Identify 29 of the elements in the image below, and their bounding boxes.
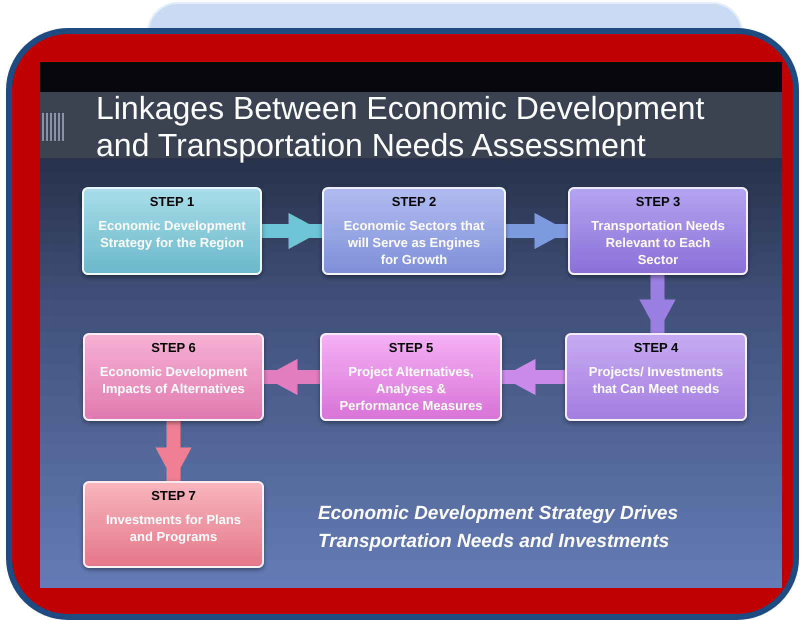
block-arrow bbox=[639, 275, 676, 333]
block-arrow bbox=[262, 212, 322, 250]
step-description: Transportation Needs Relevant to Each Sector bbox=[590, 217, 726, 268]
step-label: STEP 6 bbox=[150, 339, 197, 356]
step-description: Economic Sectors that will Serve as Engines for Growth bbox=[342, 217, 486, 268]
step-label: STEP 7 bbox=[150, 487, 197, 504]
step-description: Investments for Plans and Programs bbox=[104, 511, 242, 545]
process-box bbox=[565, 333, 747, 421]
block-arrow bbox=[502, 358, 565, 396]
process-box bbox=[568, 187, 748, 275]
block-arrow bbox=[155, 421, 192, 481]
block-arrow bbox=[264, 358, 320, 396]
process-box bbox=[83, 481, 264, 568]
block-arrow bbox=[506, 212, 568, 250]
step-label: STEP 4 bbox=[632, 339, 680, 356]
step-description: Project Alternatives, Analyses & Performance Measures bbox=[338, 363, 484, 414]
caption-text: Economic Development Strategy Drives Transportation Needs and Investments bbox=[318, 502, 680, 554]
process-box bbox=[322, 187, 506, 275]
process-box bbox=[320, 333, 502, 421]
step-label: STEP 2 bbox=[390, 193, 438, 210]
step-description: Economic Development Impacts of Alternatives bbox=[99, 363, 248, 397]
step-description: Economic Development Strategy for the Region bbox=[98, 217, 246, 251]
process-box bbox=[82, 187, 262, 275]
step-label: STEP 3 bbox=[634, 193, 682, 210]
title: Linkages Between Economic Development and Transportation Needs Assessment bbox=[96, 90, 706, 164]
step-description: Projects/ Investments that Can Meet needs bbox=[588, 363, 724, 397]
process-box bbox=[83, 333, 264, 421]
step-label: STEP 5 bbox=[388, 339, 434, 356]
step-label: STEP 1 bbox=[148, 193, 196, 210]
